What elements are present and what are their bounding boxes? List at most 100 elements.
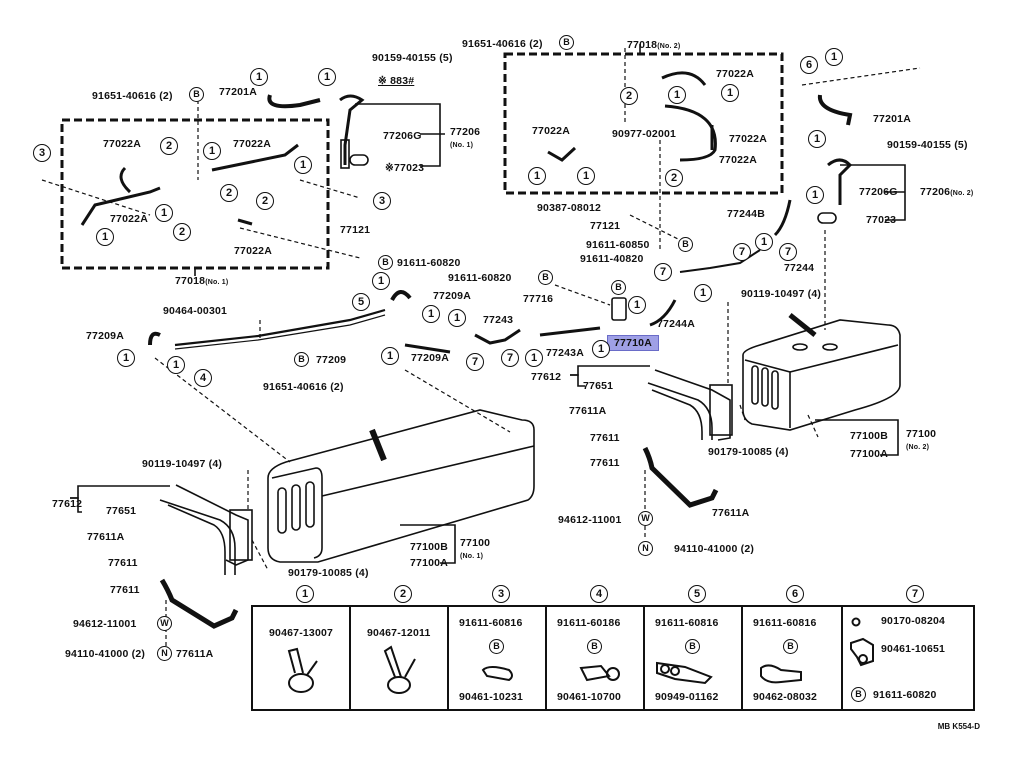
label-77201A-b: 77201A (873, 113, 911, 125)
label-77611-d: 77611 (110, 584, 140, 596)
label-77018-no2: 77018(No. 2) (627, 39, 680, 53)
legend-part: 91611-60816 (459, 617, 523, 629)
label-77611A-d: 77611A (176, 648, 214, 660)
bolt-symbol: B (489, 639, 504, 654)
label-77022A-d: 77022A (234, 245, 272, 257)
clamp-ref-4: 4 (194, 369, 212, 387)
clamp-ref-1: 1 (167, 356, 185, 374)
legend-part: 90467-12011 (367, 627, 431, 639)
legend-part: 90462-08032 (753, 691, 818, 703)
label-77611A-b: 77611A (712, 507, 750, 519)
label-77100B-a: 77100B (850, 430, 888, 442)
hose-77209a-top (390, 290, 412, 302)
clamp-ref-5: 5 (352, 293, 370, 311)
label-77023-a: ※77023 (385, 162, 425, 174)
bolt-symbol: B (851, 687, 866, 702)
hose-77244a (649, 299, 677, 327)
legend-part: 90467-13007 (269, 627, 334, 639)
clamp-ref-1: 1 (755, 233, 773, 251)
clamp-ref-2: 2 (220, 184, 238, 202)
clamp-ref-3: 3 (33, 144, 51, 162)
label-77710A-highlighted[interactable]: 77710A (607, 335, 659, 351)
label-77018-qualifier: (No. 1) (205, 279, 229, 286)
pipe-clamp-icon (760, 664, 802, 684)
bolt-symbol: B (611, 280, 626, 295)
legend-number: 5 (688, 585, 706, 603)
fuel-tank-secondary (742, 313, 901, 431)
legend-cell-3: 91611-60816 B 90461-10231 (447, 605, 547, 711)
clamp-ref-1: 1 (808, 130, 826, 148)
label-77100B-b: 77100B (410, 541, 448, 553)
pipe-77244 (679, 249, 761, 273)
hose-77201a-left (267, 94, 321, 109)
label-94110-41000-a: 94110-41000 (2) (674, 543, 755, 555)
label-77022A-e: 77022A (716, 68, 754, 80)
clamp-ref-1: 1 (250, 68, 268, 86)
label-77612-a: 77612 (531, 371, 562, 383)
clamp-ref-1: 1 (155, 204, 173, 222)
label-77206-no1: 77206(No. 1) (450, 126, 480, 152)
clamp-ref-1: 1 (117, 349, 135, 367)
clamp-ref-7: 7 (654, 263, 672, 281)
label-77206-qualifier: (No. 2) (950, 190, 974, 197)
label-77201A-a: 77201A (219, 86, 257, 98)
label-91651-40616-c: 91651-40616 (2) (263, 381, 344, 393)
label-77612-b: 77612 (52, 498, 83, 510)
label-91651-40616-a: 91651-40616 (2) (92, 90, 173, 102)
label-77206G-b: 77206G (859, 186, 898, 198)
pipe-77209 (174, 308, 386, 347)
label-90159-40155-b: 90159-40155 (5) (887, 139, 968, 151)
label-77018-no1: 77018(No. 1) (175, 275, 228, 289)
label-77022A-c: 77022A (110, 213, 148, 225)
clamp-ref-1: 1 (721, 84, 739, 102)
label-91611-60820-b: 91611-60820 (448, 272, 512, 284)
pipe-clamp-icon (481, 666, 513, 682)
bolt-symbol: B (294, 352, 309, 367)
hose-77022a-c (211, 143, 299, 172)
label-77018-text: 77018 (627, 39, 658, 51)
label-77100-text: 77100 (460, 537, 491, 549)
clamp-ref-2: 2 (256, 192, 274, 210)
clamp-ref-2: 2 (620, 87, 638, 105)
legend-cell-7: 90170-08204 90461-10651 B 91611-60820 (841, 605, 975, 711)
label-77121-b: 77121 (590, 220, 621, 232)
bolt-symbol: B (189, 87, 204, 102)
bolt-symbol: B (678, 237, 693, 252)
label-77100-qualifier: (No. 1) (460, 553, 484, 560)
sender-77206-no2 (827, 158, 853, 205)
label-note-883: ※ 883# (378, 75, 415, 87)
label-90179-10085-b: 90179-10085 (4) (288, 567, 369, 579)
label-77206-text: 77206 (450, 126, 481, 138)
legend-number: 7 (906, 585, 924, 603)
clamp-ref-1: 1 (372, 272, 390, 290)
hose-77022a-b (80, 186, 161, 226)
clamp-ref-7: 7 (733, 243, 751, 261)
label-77209A-a: 77209A (86, 330, 124, 342)
label-77206-no2: 77206(No. 2) (920, 186, 973, 200)
hose-clamp-icon (383, 645, 416, 694)
label-77022A-h: 77022A (719, 154, 757, 166)
clamp-ref-1: 1 (806, 186, 824, 204)
clamp-ref-1: 1 (448, 309, 466, 327)
hose-77022a-f (664, 104, 717, 162)
washer-symbol: W (157, 616, 172, 631)
group-box-77018-no2 (503, 52, 784, 195)
hose-bracket-icon (850, 637, 874, 667)
label-94612-11001-a: 94612-11001 (558, 514, 622, 526)
label-77611A-c: 77611A (87, 531, 125, 543)
filter-77710a (611, 297, 627, 321)
label-77100-qualifier: (No. 2) (906, 444, 930, 451)
hose-77022a-g (547, 146, 577, 162)
label-90387-08012: 90387-08012 (537, 202, 602, 214)
legend-cell-4: 91611-60186 B 90461-10700 (545, 605, 645, 711)
clamp-ref-1: 1 (318, 68, 336, 86)
legend-cell-1: 90467-13007 (251, 605, 351, 711)
nut-symbol: N (157, 646, 172, 661)
label-77611A-a: 77611A (569, 405, 607, 417)
label-91611-60820-a: 91611-60820 (397, 257, 461, 269)
hose-clamp-icon (287, 647, 318, 693)
label-77022A-b: 77022A (233, 138, 271, 150)
hose-77209a-mid (404, 343, 451, 354)
label-77244: 77244 (784, 262, 815, 274)
hose-77209a-left (148, 331, 161, 346)
